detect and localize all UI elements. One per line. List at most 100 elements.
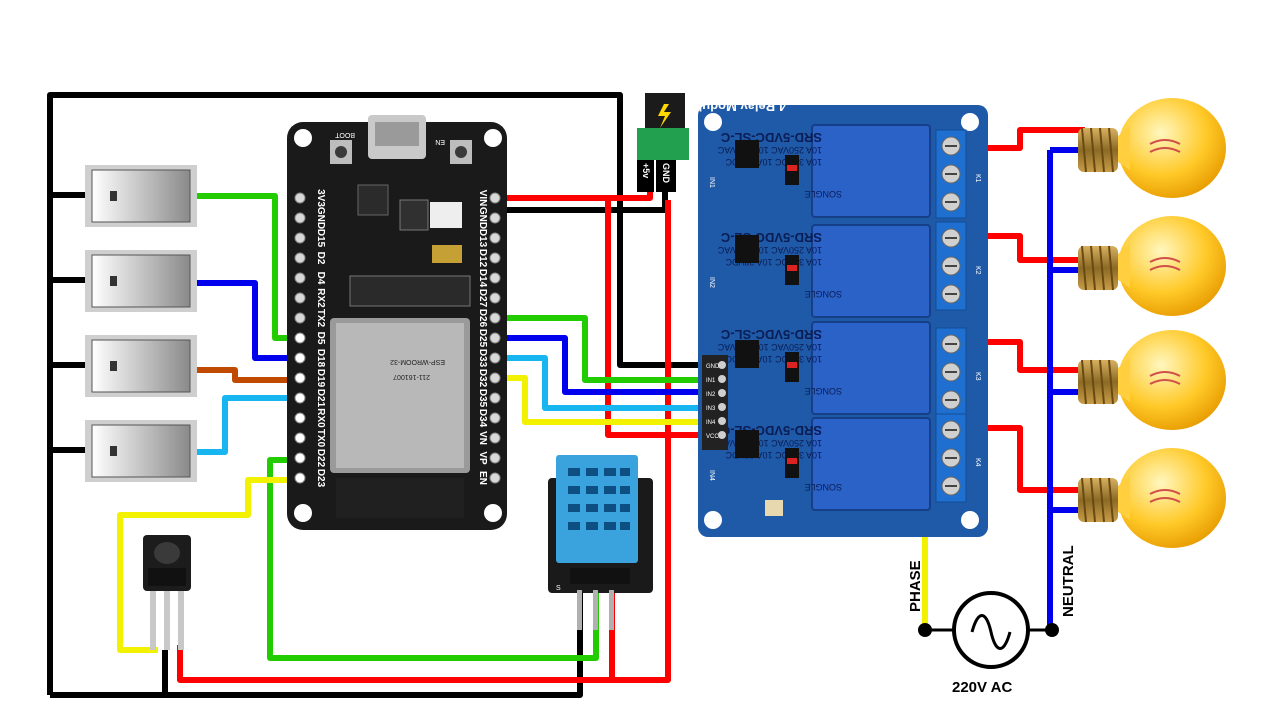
- esp32-pin: D23: [294, 469, 326, 488]
- esp32-pin-label: VIN: [477, 190, 488, 207]
- relay-input-pin: IN2: [706, 389, 726, 398]
- relay-rating-2: 10A 30VDC 10A 28VDC: [725, 157, 822, 167]
- esp32-pin-label: EN: [477, 471, 488, 485]
- esp32-pin-label: D15: [315, 229, 326, 248]
- power-icon: [658, 104, 671, 128]
- relay-input-pin: VCC: [706, 431, 726, 440]
- relay-rating-2: 10A 30VDC 10A 28VDC: [725, 354, 822, 364]
- esp32-pin: RX2: [294, 288, 326, 308]
- light-bulb-icon[interactable]: [1078, 330, 1226, 430]
- toggle-switch-icon[interactable]: [85, 420, 197, 482]
- relay-side-label: IN4: [708, 470, 715, 481]
- gnd-label: GND: [661, 163, 671, 184]
- boot-label: BOOT: [334, 131, 355, 138]
- relay-brand: SONGLE: [804, 482, 842, 492]
- phase-label: PHASE: [907, 560, 924, 612]
- esp32-pin: 3V3: [294, 189, 326, 207]
- esp32-pin: VP: [477, 451, 501, 465]
- esp32-pin: D22: [294, 449, 326, 468]
- esp32-pin: TX2: [294, 309, 326, 328]
- esp32-pin-label: GND: [315, 207, 326, 229]
- esp32-pin: EN: [477, 471, 501, 485]
- esp32-pin-label: RX0: [315, 408, 326, 428]
- terminal-label: K3: [974, 372, 981, 381]
- esp32-pin-label: D4: [315, 272, 326, 285]
- esp32-pin-label: D26: [477, 309, 488, 328]
- light-bulb-icon[interactable]: [1078, 98, 1226, 198]
- neutral-label: NEUTRAL: [1060, 545, 1077, 617]
- power-jack: +5v GND: [637, 93, 689, 192]
- relay-rating-1: 10A 250VAC 10A 125VAC: [717, 245, 822, 255]
- relay-side-label: IN1: [708, 177, 715, 188]
- relay-input-pin: IN1: [706, 375, 726, 384]
- esp32-pin-label: D22: [315, 449, 326, 468]
- relay-rating-2: 10A 30VDC 10A 28VDC: [725, 257, 822, 267]
- en-label: EN: [435, 138, 445, 145]
- esp32-pin-label: D13: [477, 229, 488, 248]
- relay-input-label: VCC: [706, 434, 719, 440]
- esp32-pin: D15: [294, 229, 326, 248]
- wire-brown: [195, 367, 300, 383]
- esp32-pin: D27: [477, 289, 501, 308]
- esp32-pin: D12: [477, 249, 501, 268]
- esp32-right-pin-header: VINGNDD13D12D14D27D26D25D33D32D35D34VNVP…: [477, 190, 501, 485]
- ac-source-icon: [918, 591, 1059, 669]
- esp32-pin-label: D2: [315, 252, 326, 265]
- esp32-pin: RX0: [294, 408, 326, 428]
- voltage-label: 220V AC: [952, 679, 1012, 696]
- esp32-left-pin-header: 3V3GNDD15D2D4RX2TX2D5D18D19D21RX0TX0D22D…: [294, 189, 326, 488]
- plus5v-label: +5v: [641, 163, 651, 178]
- esp32-pin-label: GND: [477, 207, 488, 229]
- esp32-pin: D5: [294, 332, 326, 345]
- esp32-pin: D33: [477, 349, 501, 368]
- relay-input-label: IN1: [706, 378, 716, 384]
- relay-terminal-block: K3: [935, 327, 981, 417]
- relay-input-pin: IN4: [706, 417, 726, 426]
- bulbs: [1078, 98, 1226, 548]
- esp32-pin-label: D14: [477, 269, 488, 288]
- light-bulb-icon[interactable]: [1078, 448, 1226, 548]
- relay-side-label: IN2: [708, 277, 715, 288]
- esp32-pin-label: D18: [315, 349, 326, 368]
- esp32-pin: TX0: [294, 429, 326, 448]
- relay-input-label: IN3: [706, 406, 716, 412]
- ir-receiver-icon: [143, 535, 191, 650]
- esp32-pin: D14: [477, 269, 501, 288]
- esp32-pin: GND: [477, 207, 501, 229]
- relay-terminal-block: K4: [935, 413, 981, 503]
- relay-input-label: GND: [706, 364, 720, 370]
- relay-input-pin: IN3: [706, 403, 726, 412]
- esp32-pin-label: D25: [477, 329, 488, 348]
- esp32-pin: VN: [477, 431, 501, 445]
- relay-terminal-block: K2: [935, 221, 981, 311]
- esp32-pin-label: VN: [477, 431, 488, 445]
- terminal-label: K1: [974, 174, 981, 183]
- terminal-label: K4: [974, 458, 981, 467]
- toggle-switch-icon[interactable]: [85, 250, 197, 312]
- relay-input-pin: GND: [706, 361, 726, 370]
- relay-model-label: SRD-5VDC-SL-C: [720, 327, 822, 342]
- module-label: ESP-WROOM-32: [390, 358, 445, 365]
- terminal-label: K2: [974, 266, 981, 275]
- esp32-pin-label: D19: [315, 369, 326, 388]
- toggle-switch-icon[interactable]: [85, 335, 197, 397]
- esp32-pin: D25: [477, 329, 501, 348]
- esp32-pin: D34: [477, 409, 501, 428]
- relay-rating-1: 10A 250VAC 10A 125VAC: [717, 438, 822, 448]
- toggle-switch-icon[interactable]: [85, 165, 197, 227]
- esp32-pin-label: D27: [477, 289, 488, 308]
- esp32-pin-label: 3V3: [315, 189, 326, 207]
- esp32-pin: D19: [294, 369, 326, 388]
- relay-rating-2: 10A 30VDC 10A 28VDC: [725, 450, 822, 460]
- esp32-pin-label: D5: [315, 332, 326, 345]
- esp32-pin-label: TX0: [315, 429, 326, 448]
- esp32-board: BOOT EN ESP-WROOM-32 211-161007 3V3GNDD1…: [287, 115, 507, 530]
- light-bulb-icon[interactable]: [1078, 216, 1226, 316]
- esp32-pin: D13: [477, 229, 501, 248]
- relay-input-label: IN4: [706, 420, 716, 426]
- relay-brand: SONGLE: [804, 386, 842, 396]
- esp32-pin-label: D35: [477, 389, 488, 408]
